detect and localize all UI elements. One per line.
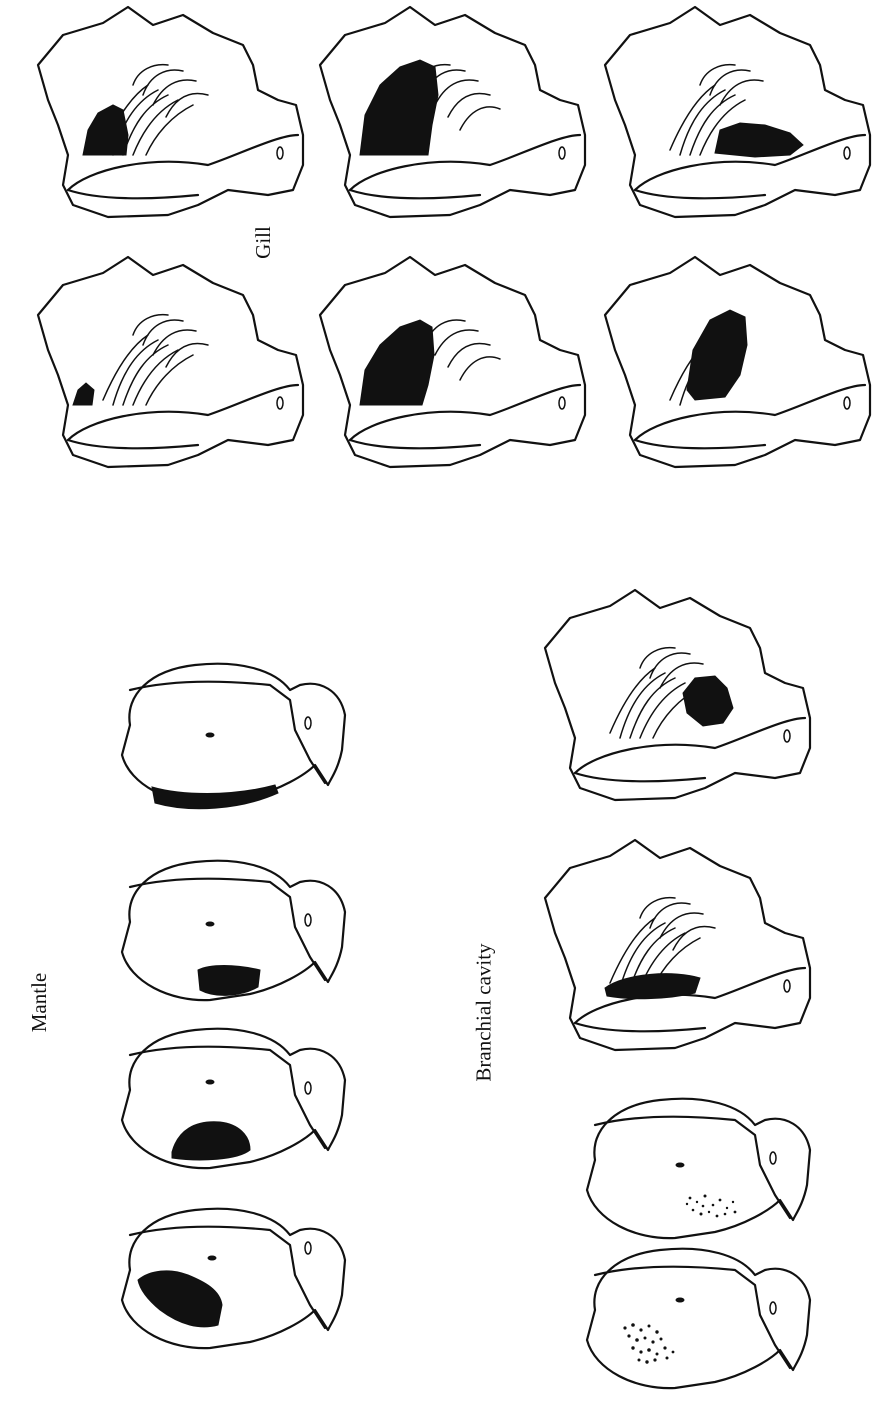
branchial-panel-4	[575, 1240, 815, 1410]
branchial-panel-3	[575, 1090, 815, 1260]
mantle-panel-2	[110, 852, 350, 1022]
branchial-cavity-label: Branchial cavity	[472, 943, 497, 1081]
gill-drawing	[595, 255, 872, 495]
mantle-panel-3	[110, 1020, 350, 1190]
gill-drawing	[28, 255, 318, 495]
gill-drawing	[310, 5, 600, 245]
mantle-drawing	[575, 1240, 815, 1410]
gill-drawing	[535, 588, 825, 828]
branchial-panel-2	[535, 838, 825, 1078]
mantle-panel-1	[110, 655, 350, 825]
gill-panel-3	[595, 5, 872, 245]
mantle-drawing	[110, 1200, 350, 1370]
gill-drawing	[310, 255, 600, 495]
mantle-panel-4	[110, 1200, 350, 1370]
gill-panel-6	[595, 255, 872, 495]
mantle-drawing	[110, 1020, 350, 1190]
branchial-panel-1	[535, 588, 825, 828]
gill-panel-4	[28, 255, 318, 495]
mantle-drawing	[110, 852, 350, 1022]
gill-panel-2	[310, 5, 600, 245]
mantle-drawing	[110, 655, 350, 825]
mantle-label: Mantle	[27, 973, 52, 1032]
mantle-drawing	[575, 1090, 815, 1260]
gill-drawing	[535, 838, 825, 1078]
gill-panel-5	[310, 255, 600, 495]
gill-drawing	[595, 5, 872, 245]
gill-drawing	[28, 5, 318, 245]
gill-panel-1	[28, 5, 318, 245]
